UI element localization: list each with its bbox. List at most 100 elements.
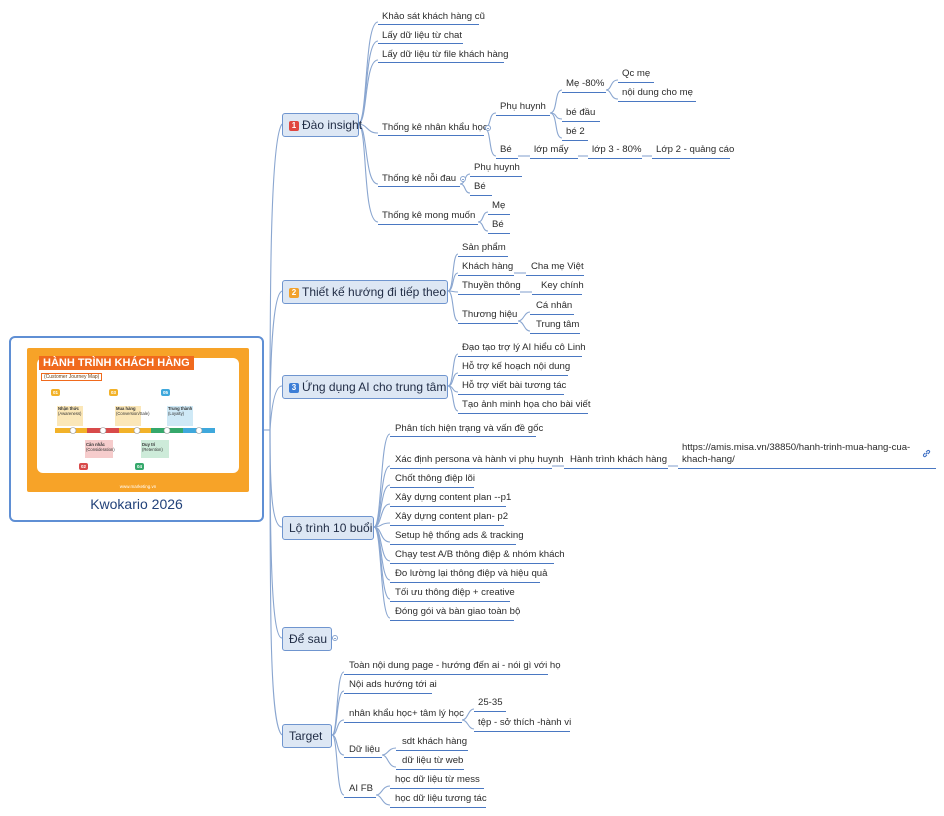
node-hanh-trinh[interactable]: Hành trình khách hàng	[570, 454, 668, 465]
node-phu-huynh[interactable]: Phụ huynh	[500, 101, 546, 112]
expand-toggle-icon[interactable]	[332, 635, 338, 641]
node-do-luong[interactable]: Đo lường lại thông điệp và hiệu quả	[395, 568, 548, 579]
topic-de-sau[interactable]: Để sau	[282, 627, 332, 651]
node-noi-dung-me[interactable]: nội dung cho mẹ	[622, 87, 693, 98]
node-lop-3[interactable]: lớp 3 - 80%	[592, 144, 642, 155]
node-tuoi[interactable]: 25-35	[478, 697, 503, 708]
node-underline	[532, 294, 582, 295]
node-mong-muon-be[interactable]: Bé	[492, 219, 504, 230]
step-number-03: 03	[109, 389, 118, 396]
node-lop-may[interactable]: lớp mấy	[534, 144, 569, 155]
node-thuong-hieu[interactable]: Thương hiệu	[462, 309, 518, 320]
node-be[interactable]: Bé	[500, 144, 512, 155]
node-ho-tro-viet[interactable]: Hỗ trợ viết bài tương tác	[462, 380, 567, 391]
node-underline	[474, 731, 570, 732]
node-underline	[378, 224, 478, 225]
node-khao-sat[interactable]: Khảo sát khách hàng cũ	[382, 11, 485, 22]
node-qc-me[interactable]: Qc mẹ	[622, 68, 651, 79]
node-underline	[396, 769, 464, 770]
step-number-05: 05	[161, 389, 170, 396]
node-du-lieu-web[interactable]: dữ liệu từ web	[402, 755, 464, 766]
node-content-p2[interactable]: Xây dựng content plan- p2	[395, 511, 509, 522]
node-san-pham[interactable]: Sản phẩm	[462, 242, 506, 253]
node-xac-dinh-persona[interactable]: Xác định persona và hành vi phụ huynh	[395, 454, 564, 465]
node-content-p1[interactable]: Xây dựng content plan --p1	[395, 492, 512, 503]
topic-label: Đào insight	[302, 118, 363, 132]
node-thong-ke-noi-dau[interactable]: Thống kê nỗi đau	[382, 173, 457, 184]
node-toan-noi-dung[interactable]: Toàn nội dung page - hướng đến ai - nói …	[349, 660, 561, 671]
node-tao-anh[interactable]: Tạo ảnh minh họa cho bài viết	[462, 399, 591, 410]
node-dong-goi[interactable]: Đóng gói và bàn giao toàn bộ	[395, 606, 521, 617]
node-be-dau[interactable]: bé đầu	[566, 107, 596, 118]
node-trung-tam[interactable]: Trung tâm	[536, 319, 580, 330]
step-label-04: Duy trì(Retention)	[142, 442, 163, 452]
node-underline	[458, 394, 564, 395]
node-underline	[588, 158, 642, 159]
node-setup-ads[interactable]: Setup hệ thống ads & tracking	[395, 530, 524, 541]
node-underline	[470, 176, 522, 177]
node-underline	[562, 92, 606, 93]
node-tep[interactable]: tệp - sở thích -hành vi	[478, 717, 572, 728]
collapse-toggle-icon[interactable]	[485, 125, 491, 131]
node-underline	[390, 544, 516, 545]
node-underline	[390, 620, 514, 621]
topic-label: Thiết kế hướng đi tiếp theo	[302, 285, 446, 299]
node-hoc-tuong-tac[interactable]: học dữ liệu tương tác	[395, 793, 487, 804]
root-topic[interactable]: HÀNH TRÌNH KHÁCH HÀNG (Customer Journey …	[9, 336, 264, 522]
node-underline	[618, 82, 654, 83]
link-icon[interactable]	[922, 449, 931, 458]
node-thuyen-thong[interactable]: Thuyền thông	[462, 280, 521, 291]
node-underline	[530, 158, 578, 159]
node-underline	[618, 101, 696, 102]
node-ai-fb[interactable]: AI FB	[349, 783, 373, 794]
node-chay-test[interactable]: Chạy test A/B thông điệp & nhóm khách	[395, 549, 565, 560]
node-dao-tao-ai[interactable]: Đạo tạo trợ lý AI hiểu cô Linh	[462, 342, 586, 353]
node-me-80[interactable]: Mẹ -80%	[566, 78, 605, 89]
node-underline	[396, 750, 468, 751]
node-lay-file[interactable]: Lấy dữ liệu từ file khách hàng	[382, 49, 509, 60]
node-lop-2[interactable]: Lớp 2 - quảng cáo	[656, 144, 735, 155]
node-noi-dau-phu-huynh[interactable]: Phụ huynh	[474, 162, 520, 173]
node-underline	[390, 788, 484, 789]
node-underline	[458, 323, 518, 324]
node-chot-thong-diep[interactable]: Chốt thông điệp lõi	[395, 473, 476, 484]
node-underline	[678, 468, 936, 469]
priority-1-icon: 1	[289, 121, 299, 131]
node-thong-ke-nhan-khau[interactable]: Thống kê nhân khẩu học	[382, 122, 488, 133]
collapse-toggle-icon[interactable]	[460, 176, 466, 182]
root-title: Kwokario 2026	[90, 496, 183, 512]
node-cha-me-viet[interactable]: Cha mẹ Việt	[531, 261, 584, 272]
node-underline	[458, 275, 514, 276]
node-du-lieu[interactable]: Dữ liệu	[349, 744, 380, 755]
topic-label: Lộ trình 10 buổi	[289, 521, 373, 535]
node-url-link[interactable]: https://amis.misa.vn/38850/hanh-trinh-mu…	[682, 442, 911, 465]
topic-lo-trinh[interactable]: Lộ trình 10 buổi	[282, 516, 374, 540]
node-underline	[390, 807, 486, 808]
step-label-03: Mua hàng(Conversion/Sale)	[116, 406, 150, 416]
node-be-2[interactable]: bé 2	[566, 126, 585, 137]
node-underline	[344, 757, 382, 758]
node-mong-muon-me[interactable]: Mẹ	[492, 200, 506, 211]
node-nhan-khau-tam-ly[interactable]: nhân khẩu học+ tâm lý học	[349, 708, 464, 719]
node-phan-tich[interactable]: Phân tích hiện trạng và vấn đề gốc	[395, 423, 544, 434]
node-hoc-mess[interactable]: học dữ liệu từ mess	[395, 774, 480, 785]
node-thong-ke-mong-muon[interactable]: Thống kê mong muốn	[382, 210, 476, 221]
node-lay-chat[interactable]: Lấy dữ liệu từ chat	[382, 30, 463, 41]
node-ca-nhan[interactable]: Cá nhân	[536, 300, 573, 311]
topic-label: Ứng dụng AI cho trung tâm	[302, 380, 447, 394]
node-ho-tro-ke-hoach[interactable]: Hỗ trợ kế hoạch nội dung	[462, 361, 571, 372]
node-noi-ads[interactable]: Nội ads hướng tới ai	[349, 679, 437, 690]
image-title: HÀNH TRÌNH KHÁCH HÀNG	[39, 356, 194, 370]
topic-target[interactable]: Target	[282, 724, 332, 748]
node-noi-dau-be[interactable]: Bé	[474, 181, 486, 192]
node-underline	[526, 275, 584, 276]
node-sdt[interactable]: sdt khách hàng	[402, 736, 468, 747]
node-khach-hang[interactable]: Khách hàng	[462, 261, 514, 272]
node-toi-uu[interactable]: Tối ưu thông điệp + creative	[395, 587, 515, 598]
node-key-chinh[interactable]: Key chính	[541, 280, 584, 291]
